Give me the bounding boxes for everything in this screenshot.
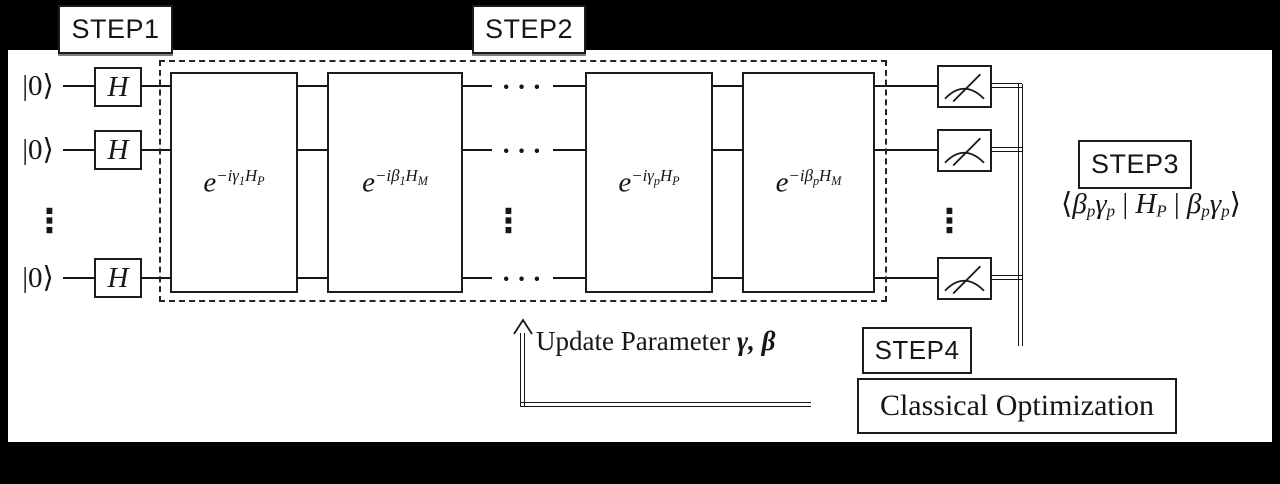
wire-ellipsis-dots: ··· bbox=[502, 264, 549, 293]
step1-label-box: STEP1 bbox=[58, 5, 173, 54]
qubit-ellipsis-dots: ⋮ bbox=[33, 201, 66, 240]
qubit-wire-segment bbox=[63, 149, 94, 151]
step3-label: STEP3 bbox=[1090, 149, 1180, 179]
measurement-gate-qn bbox=[937, 257, 992, 300]
wire-ellipsis-dots: ··· bbox=[502, 136, 549, 165]
qubit-wire-segment bbox=[875, 149, 937, 151]
hadamard-gate-q1: H bbox=[94, 67, 142, 107]
step2-label-box: STEP2 bbox=[472, 5, 586, 54]
qubit-wire-segment bbox=[553, 149, 585, 151]
update-parameter-symbols: γ, β bbox=[736, 326, 776, 356]
feedback-arrowhead-icon bbox=[513, 318, 533, 335]
classical-optimization-label: Classical Optimization bbox=[879, 389, 1155, 422]
qubit-wire-segment bbox=[298, 85, 327, 87]
qubit-wire-segment bbox=[875, 277, 937, 279]
wire-ellipsis-dots: ··· bbox=[502, 72, 549, 101]
step2-label: STEP2 bbox=[484, 14, 574, 44]
feedback-arrow-vertical bbox=[520, 333, 525, 407]
ket-zero-label-qn: |0⟩ bbox=[22, 262, 54, 294]
measurement-gate-q1 bbox=[937, 65, 992, 108]
unitary-gate-betap-hm: e−iβpHM bbox=[742, 72, 875, 293]
expectation-value-expression: ⟨βpγp | HP | βpγp⟩ bbox=[1026, 190, 1276, 221]
qubit-wire-segment bbox=[142, 277, 170, 279]
step4-label: STEP4 bbox=[874, 335, 960, 365]
hadamard-gate-qn: H bbox=[94, 258, 142, 298]
meter-gauge-icon bbox=[944, 265, 985, 295]
unitary-gate-gammap-hp: e−iγpHP bbox=[585, 72, 713, 293]
hadamard-gate-label: H bbox=[107, 261, 129, 294]
qubit-wire-segment bbox=[875, 85, 937, 87]
ket-zero-label-q2: |0⟩ bbox=[22, 134, 54, 166]
update-parameter-label: Update Parameter bbox=[536, 326, 737, 356]
ket-zero-label-q1: |0⟩ bbox=[22, 70, 54, 102]
hadamard-gate-label: H bbox=[107, 133, 129, 166]
classical-wire-q1 bbox=[992, 83, 1022, 88]
classical-wire-q2 bbox=[992, 147, 1022, 152]
qubit-wire-segment bbox=[142, 85, 170, 87]
qubit-wire-segment bbox=[553, 277, 585, 279]
measurement-gate-q2 bbox=[937, 129, 992, 172]
qubit-wire-segment bbox=[63, 277, 94, 279]
classical-optimization-box: Classical Optimization bbox=[857, 378, 1177, 434]
qubit-wire-segment bbox=[142, 149, 170, 151]
qubit-ellipsis-dots: ⋮ bbox=[933, 201, 966, 240]
meter-gauge-icon bbox=[944, 137, 985, 167]
step3-label-box: STEP3 bbox=[1078, 140, 1192, 189]
qubit-wire-segment bbox=[463, 85, 492, 87]
classical-wire-qn bbox=[992, 275, 1022, 280]
unitary-gate-label: e−iβpHM bbox=[775, 165, 842, 199]
ansatz-dashed-box bbox=[159, 60, 887, 302]
qubit-ellipsis-dots: ⋮ bbox=[492, 201, 525, 240]
unitary-gate-gamma1-hp: e−iγ1HP bbox=[170, 72, 298, 293]
unitary-gate-label: e−iγ1HP bbox=[203, 165, 265, 199]
qubit-wire-segment bbox=[553, 85, 585, 87]
expectation-math: ⟨βpγp | HP | βpγp⟩ bbox=[1061, 188, 1241, 221]
qubit-wire-segment bbox=[63, 85, 94, 87]
hadamard-gate-label: H bbox=[107, 70, 129, 103]
qubit-wire-segment bbox=[298, 277, 327, 279]
qubit-wire-segment bbox=[713, 149, 742, 151]
meter-gauge-icon bbox=[944, 73, 985, 103]
qubit-wire-segment bbox=[298, 149, 327, 151]
qubit-wire-segment bbox=[713, 85, 742, 87]
unitary-gate-label: e−iγpHP bbox=[618, 165, 680, 199]
classical-bus-vertical bbox=[1018, 84, 1023, 346]
hadamard-gate-q2: H bbox=[94, 130, 142, 170]
update-parameter-text: Update Parameter γ, β bbox=[536, 326, 775, 357]
step4-label-box: STEP4 bbox=[862, 327, 972, 374]
qubit-wire-segment bbox=[463, 277, 492, 279]
step1-label: STEP1 bbox=[71, 14, 160, 44]
unitary-gate-beta1-hm: e−iβ1HM bbox=[327, 72, 463, 293]
feedback-wire-horizontal bbox=[520, 402, 811, 407]
unitary-gate-label: e−iβ1HM bbox=[362, 165, 428, 199]
qubit-wire-segment bbox=[713, 277, 742, 279]
qubit-wire-segment bbox=[463, 149, 492, 151]
